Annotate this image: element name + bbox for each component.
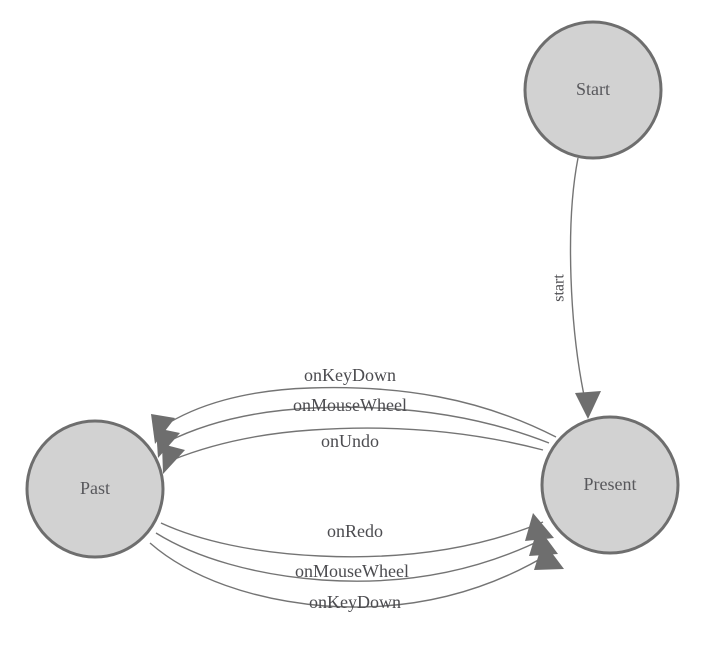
edge-label-past-present-mousewheel: onMouseWheel: [295, 561, 409, 581]
edge-label-present-past-keydown: onKeyDown: [304, 365, 396, 385]
edge-present-past-mousewheel-path: [166, 406, 550, 444]
edge-past-present-mousewheel[interactable]: onMouseWheel: [155, 527, 558, 582]
node-past-label: Past: [80, 478, 110, 498]
edge-label-present-past-undo: onUndo: [321, 431, 379, 451]
edge-present-past-keydown-path: [161, 386, 557, 438]
node-start[interactable]: Start: [523, 20, 663, 160]
edge-past-present-keydown[interactable]: onKeyDown: [149, 541, 564, 612]
edge-past-present-keydown-path: [149, 542, 553, 608]
node-start-label: Start: [576, 79, 610, 99]
edge-past-present-redo-path: [160, 521, 544, 558]
edge-label-start: start: [551, 274, 568, 302]
edge-present-past-undo-path: [171, 427, 544, 461]
node-present[interactable]: Present: [540, 415, 680, 555]
node-present-label: Present: [584, 474, 637, 494]
edge-past-present-mousewheel-path: [155, 532, 548, 582]
node-past[interactable]: Past: [25, 419, 165, 559]
edge-start-present-arrowhead: [575, 391, 601, 419]
edge-start-present-path: [569, 157, 586, 401]
edge-present-past-undo-arrowhead: [162, 444, 185, 474]
edge-start-present[interactable]: start: [551, 157, 601, 419]
edge-past-present-keydown-arrowhead: [534, 541, 564, 570]
edge-present-past-mousewheel-arrowhead: [156, 428, 180, 458]
edge-label-past-present-redo: onRedo: [327, 521, 383, 541]
edge-present-past-undo[interactable]: onUndo: [162, 427, 544, 474]
edge-present-past-mousewheel[interactable]: onMouseWheel: [156, 395, 550, 458]
node-present-circle: [540, 415, 680, 555]
node-past-circle: [25, 419, 165, 559]
edge-past-present-mousewheel-arrowhead: [529, 527, 558, 556]
node-start-circle: [523, 20, 663, 160]
edge-label-past-present-keydown: onKeyDown: [309, 592, 401, 612]
edge-label-present-past-mousewheel: onMouseWheel: [293, 395, 407, 415]
edge-past-present-redo[interactable]: onRedo: [160, 513, 554, 558]
edge-past-present-redo-arrowhead: [525, 513, 554, 541]
